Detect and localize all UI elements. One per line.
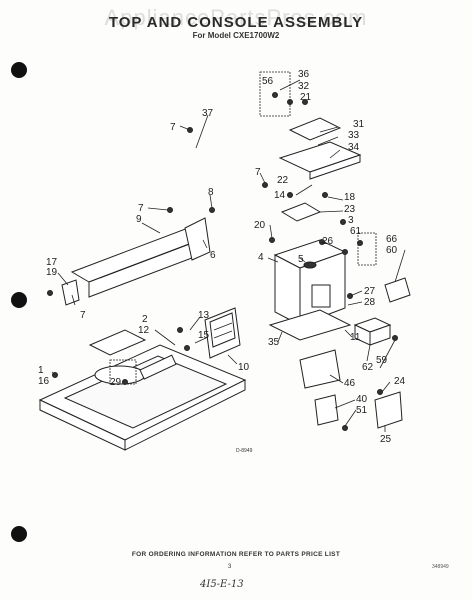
callout-13: 13	[198, 310, 210, 321]
callout-9: 9	[136, 214, 142, 225]
binder-hole-icon	[11, 292, 27, 308]
callout-46: 46	[344, 378, 356, 389]
callout-labels: 56 36 32 21 37 7 31 33 34 7 22 18 8 14 2…	[38, 69, 406, 454]
callout-2: 2	[142, 314, 148, 325]
callout-36: 36	[298, 69, 310, 80]
callout-7-d: 7	[80, 310, 86, 321]
doc-number: 348949	[432, 564, 449, 570]
callout-4: 4	[258, 252, 264, 263]
callout-26: 26	[322, 236, 334, 247]
callout-7-a: 7	[170, 122, 176, 133]
callout-28: 28	[364, 297, 376, 308]
callout-3: 3	[348, 215, 354, 226]
page-title: TOP AND CONSOLE ASSEMBLY	[108, 14, 364, 31]
callout-17: 17	[46, 257, 58, 268]
console-bracket	[61, 217, 211, 306]
callout-27: 27	[364, 286, 376, 297]
callout-31: 31	[353, 119, 365, 130]
binder-hole-icon	[11, 62, 27, 78]
callout-24: 24	[394, 376, 406, 387]
base-plate	[268, 309, 352, 341]
diagram-id: D-8949	[236, 448, 253, 454]
callout-6: 6	[210, 250, 216, 261]
switch-part	[314, 394, 339, 426]
callout-40: 40	[356, 394, 368, 405]
handwritten-note: 4I5-E-13	[200, 579, 244, 590]
binder-hole-icon	[11, 526, 27, 542]
callout-7-c: 7	[138, 203, 144, 214]
clip-part	[299, 349, 341, 389]
console-box	[273, 239, 347, 326]
angle-bracket	[374, 391, 403, 429]
callout-33: 33	[348, 130, 360, 141]
control-panel	[204, 307, 241, 359]
callout-37: 37	[202, 108, 214, 119]
callout-22: 22	[277, 175, 289, 186]
group-box	[357, 232, 377, 266]
model-subtitle: For Model CXE1700W2	[192, 31, 280, 40]
callout-10: 10	[238, 362, 250, 373]
callout-35: 35	[268, 337, 280, 348]
callout-62: 62	[362, 362, 374, 373]
callout-8: 8	[208, 187, 214, 198]
callout-15: 15	[198, 330, 210, 341]
callout-61: 61	[350, 226, 362, 237]
callout-34: 34	[348, 142, 360, 153]
callout-12: 12	[138, 325, 150, 336]
callout-18: 18	[344, 192, 356, 203]
top-panel	[38, 344, 247, 451]
top-cover-assembly	[278, 117, 362, 180]
group-box	[259, 71, 291, 117]
callout-21: 21	[300, 92, 312, 103]
callout-51: 51	[356, 405, 368, 416]
callout-56: 56	[262, 76, 274, 87]
page-number: 3	[228, 564, 232, 570]
plate-part	[88, 329, 147, 356]
callout-5: 5	[298, 254, 304, 265]
leader-lines	[51, 79, 406, 432]
hinge-bracket	[384, 277, 411, 303]
group-box	[109, 359, 137, 385]
callout-32: 32	[298, 81, 310, 92]
callout-19: 19	[46, 267, 58, 278]
callout-20: 20	[254, 220, 266, 231]
callout-7-b: 7	[255, 167, 261, 178]
callout-29: 29	[110, 377, 122, 388]
callout-66: 66	[386, 234, 398, 245]
callout-60: 60	[386, 245, 398, 256]
callout-25: 25	[380, 434, 392, 445]
watermark: AppliancePartsPros.com	[104, 5, 368, 30]
switch-block	[353, 317, 392, 346]
ordering-note: FOR ORDERING INFORMATION REFER TO PARTS …	[131, 551, 341, 558]
callout-23: 23	[344, 204, 356, 215]
callout-11: 11	[350, 332, 361, 343]
callout-16: 16	[38, 376, 50, 387]
callout-59: 59	[376, 355, 388, 366]
callout-1: 1	[38, 365, 44, 376]
callout-14: 14	[274, 190, 286, 201]
mounting-plate	[280, 202, 322, 222]
